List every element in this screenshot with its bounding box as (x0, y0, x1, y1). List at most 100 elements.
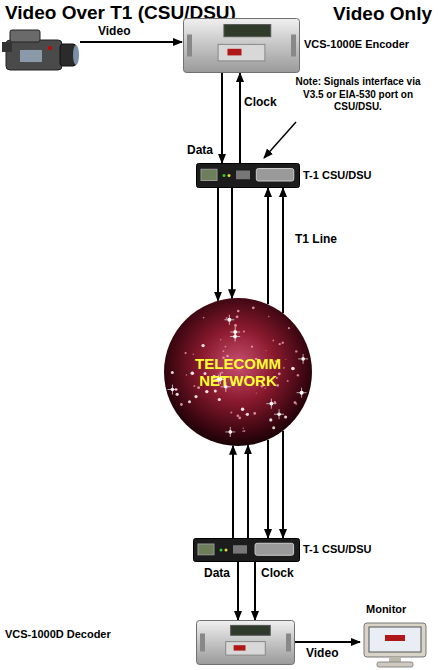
signal-arrow (231, 188, 233, 298)
sparkle (282, 342, 284, 344)
sparkle (226, 317, 228, 319)
sparkle (293, 368, 295, 370)
network-label: TELECOMM NETWORK (188, 297, 288, 447)
edge-label: Data (186, 143, 214, 157)
rack-ear (200, 634, 205, 652)
sparkle (201, 344, 204, 347)
sparkle (238, 417, 241, 420)
logo-plate (233, 545, 247, 553)
sparkle (272, 340, 274, 342)
sparkle (256, 393, 257, 394)
csu-drawing (196, 163, 300, 188)
silver-drawing (183, 18, 300, 73)
status-led (223, 174, 226, 177)
signal-label: Video (98, 24, 130, 39)
signal-arrow (217, 188, 219, 301)
camera-panel (20, 50, 42, 62)
camera-body (6, 40, 62, 70)
signal-arrow (221, 73, 223, 163)
signal-arrow (282, 431, 284, 538)
logo-plate (236, 171, 250, 180)
sparkle (288, 327, 290, 329)
rack-ear (286, 634, 291, 652)
sparkle (295, 403, 297, 405)
sparkle (283, 367, 285, 369)
monitor-unit: Monitor (360, 622, 430, 668)
sparkle (246, 413, 249, 416)
sparkle (284, 415, 287, 418)
status-led (228, 174, 231, 177)
network-sphere (164, 298, 312, 446)
device-label: VCS-1000D Decoder (5, 628, 111, 640)
edge-label: T1 Line (294, 232, 338, 246)
sparkle (266, 350, 267, 351)
sparkle (218, 398, 221, 401)
signal-arrow (239, 73, 241, 163)
sparkle (223, 350, 225, 352)
sparkle (205, 390, 208, 393)
sparkle (279, 343, 281, 345)
sparkle (276, 384, 279, 387)
sparkle (295, 350, 297, 352)
sparkle (203, 317, 205, 319)
logo-mark (227, 49, 241, 56)
note-text: Note: Signals interface via V3.5 or EIA-… (284, 76, 432, 114)
csu-drawing (193, 538, 300, 562)
device-case (197, 621, 295, 665)
lcd-display (198, 544, 214, 555)
camera-viewfinder (2, 42, 12, 52)
sparkle (268, 316, 270, 318)
sparkle (241, 408, 244, 411)
camera-handle (10, 30, 40, 42)
sparkle-star (167, 385, 177, 395)
signal-arrow (267, 188, 269, 304)
csu-dsu-unit: T-1 CSU/DSU (193, 538, 300, 562)
sparkle (245, 414, 246, 415)
signal-arrow (237, 562, 239, 620)
lcd-display (231, 625, 271, 635)
sparkle (186, 374, 188, 376)
edge-label: Data (203, 566, 231, 580)
db25-port (256, 169, 293, 182)
sparkle (285, 359, 286, 360)
lcd-display (224, 25, 271, 37)
silver-drawing (196, 620, 295, 665)
sparkle (225, 346, 227, 348)
decoder-unit: VCS-1000D Decoder (196, 620, 295, 665)
sparkle (193, 385, 195, 387)
camera-led (48, 46, 52, 50)
screen-logo (385, 635, 405, 641)
sparkle (297, 374, 299, 376)
device-case (197, 164, 300, 188)
edge-label: Clock (243, 95, 278, 109)
device-label: VCS-1000E Encoder (304, 38, 409, 50)
sparkle (278, 372, 281, 375)
monitor-base (377, 662, 413, 667)
logo-mark (234, 645, 246, 650)
sparkle-star (274, 409, 284, 419)
sparkle (269, 418, 272, 421)
status-led (220, 549, 223, 552)
sparkle (214, 390, 217, 393)
device-case (194, 539, 300, 562)
sparkle (272, 426, 275, 429)
sparkle-star (230, 327, 240, 337)
sparkle (171, 371, 174, 374)
sparkle (188, 400, 191, 403)
encoder-unit: VCS-1000E Encoder (183, 18, 300, 73)
status-led (225, 549, 228, 552)
front-plate (226, 642, 266, 656)
sparkle-star (297, 388, 307, 398)
signal-arrow (267, 440, 269, 538)
monitor-screen (369, 627, 421, 652)
rack-ear (187, 35, 192, 57)
db25-port (255, 543, 294, 555)
sparkle (252, 306, 255, 309)
monitor-frame (364, 623, 426, 657)
sparkle (230, 411, 232, 413)
sparkle (176, 393, 179, 396)
monitor-neck (389, 657, 401, 662)
note-leader (264, 122, 296, 158)
sparkle (234, 324, 237, 327)
